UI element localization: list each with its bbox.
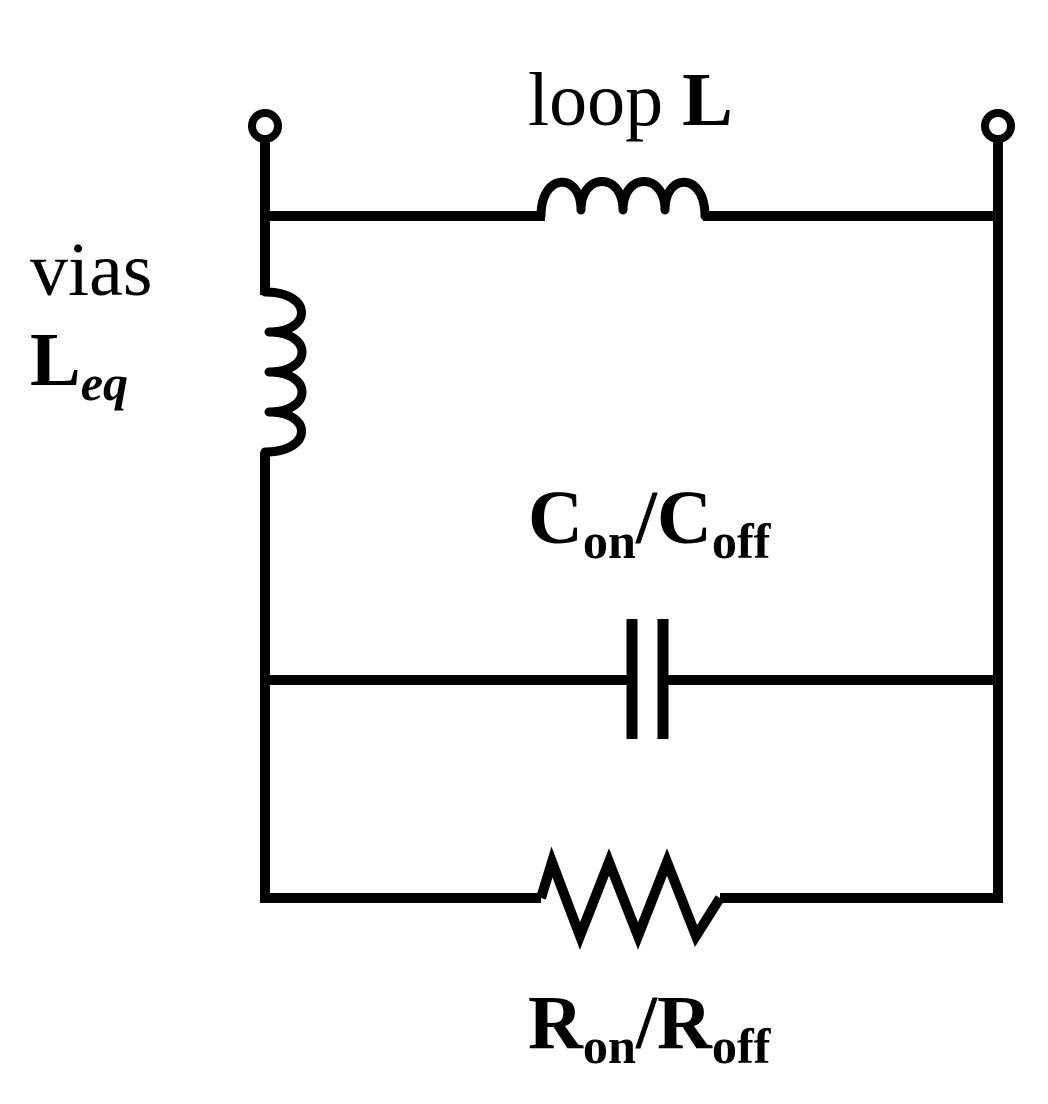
resistor-symbol[interactable] <box>536 846 725 950</box>
loop-inductor-text: loop <box>528 58 683 142</box>
res-sub-a: on <box>582 1018 636 1075</box>
vias-symbol-line: Leq <box>30 322 152 408</box>
cap-symbol-b: C <box>657 476 712 560</box>
loop-inductor-symbol-text: L <box>682 58 733 142</box>
vias-label-text: vias <box>30 228 153 312</box>
vias-inductor-symbol[interactable] <box>260 287 307 457</box>
resistor-label: Ron/Roff <box>528 985 770 1071</box>
capacitor-label: Con/Coff <box>528 480 770 566</box>
cap-separator: / <box>635 476 657 560</box>
left-terminal[interactable] <box>248 109 282 143</box>
vias-inductor-label: vias Leq <box>30 228 153 408</box>
vias-subscript-text: eq <box>80 355 129 412</box>
cap-symbol-a: C <box>528 476 583 560</box>
res-symbol-a: R <box>528 981 583 1065</box>
right-terminal[interactable] <box>981 109 1015 143</box>
cap-sub-a: on <box>582 513 636 570</box>
vias-symbol-text: L <box>30 318 81 402</box>
loop-inductor-label: loop L <box>528 62 733 138</box>
res-separator: / <box>635 981 657 1065</box>
res-sub-b: off <box>711 1018 771 1075</box>
res-symbol-b: R <box>657 981 712 1065</box>
cap-sub-b: off <box>711 513 771 570</box>
loop-inductor-symbol[interactable] <box>536 177 710 221</box>
